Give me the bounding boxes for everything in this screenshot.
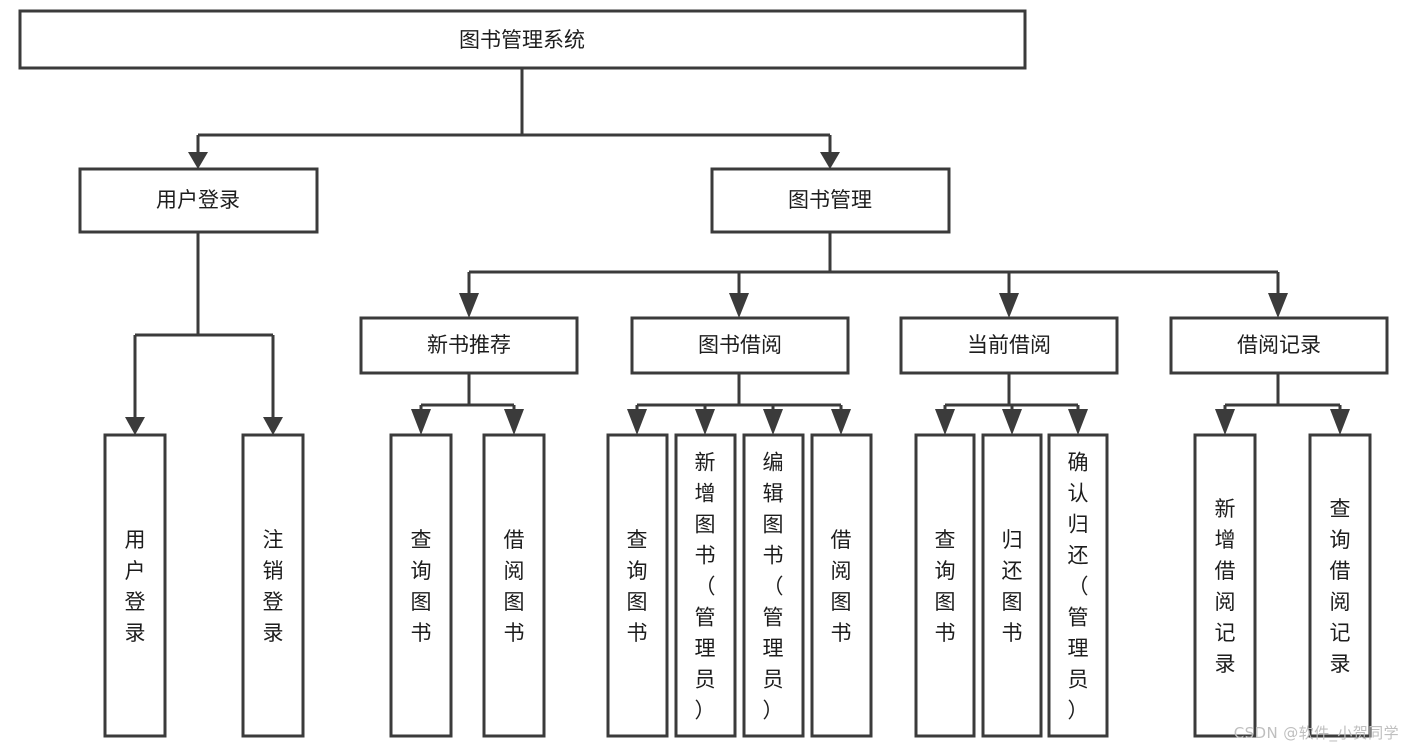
leaf-query-record-box[interactable]	[1308, 433, 1372, 738]
arrow-head-user-login	[188, 152, 208, 169]
node-book-borrow-label: 图书借阅	[698, 333, 782, 357]
arrow-head-borrow-record	[1268, 293, 1288, 318]
node-current-borrow-label: 当前借阅	[967, 333, 1051, 357]
arrow-head-leaf-return-book	[1002, 409, 1022, 435]
node-book-manage[interactable]: 图书管理	[710, 167, 951, 234]
node-root-box[interactable]	[18, 9, 1027, 70]
arrow-head-book-borrow	[729, 293, 749, 318]
leaf-query-book-3[interactable]: 查询图书	[914, 433, 976, 738]
node-book-borrow[interactable]: 图书借阅	[630, 316, 850, 375]
leaf-add-book[interactable]: 新增图书（管理员）	[674, 433, 737, 738]
leaf-confirm-return[interactable]: 确认归还（管理员）	[1047, 433, 1109, 738]
node-new-book-rec-label: 新书推荐	[427, 333, 511, 357]
arrow-head-book-manage	[820, 152, 840, 169]
leaf-borrow-book-2[interactable]: 借阅图书	[810, 433, 873, 738]
node-root[interactable]: 图书管理系统	[18, 9, 1027, 70]
leaf-add-book-box[interactable]	[674, 433, 737, 738]
leaf-add-record[interactable]: 新增借阅记录	[1193, 433, 1257, 738]
leaf-user-login[interactable]: 用户登录	[103, 433, 167, 738]
leaf-user-login-label: 用户登录	[125, 528, 146, 645]
arrow-head-leaf-user-logout	[263, 417, 283, 435]
leaf-borrow-book-2-box[interactable]	[810, 433, 873, 738]
leaf-borrow-book-1-label: 借阅图书	[504, 528, 525, 645]
leaf-confirm-return-box[interactable]	[1047, 433, 1109, 738]
leaf-query-book-1-label: 查询图书	[411, 528, 432, 645]
leaf-edit-book[interactable]: 编辑图书（管理员）	[742, 433, 805, 738]
node-borrow-record-box[interactable]	[1169, 316, 1389, 375]
leaf-query-book-1-box[interactable]	[389, 433, 453, 738]
arrow-head-leaf-query-book-3	[935, 409, 955, 435]
leaf-borrow-book-2-label: 借阅图书	[831, 528, 852, 645]
node-user-login[interactable]: 用户登录	[78, 167, 319, 234]
arrow-head-leaf-user-login	[125, 417, 145, 435]
node-book-borrow-box[interactable]	[630, 316, 850, 375]
arrow-head-leaf-add-book	[695, 409, 715, 435]
node-borrow-record[interactable]: 借阅记录	[1169, 316, 1389, 375]
leaf-confirm-return-label: 确认归还（管理员）	[1068, 451, 1089, 723]
arrow-head-new-book-rec	[459, 293, 479, 318]
leaf-return-book-box[interactable]	[981, 433, 1043, 738]
arrow-head-leaf-query-book-1	[411, 409, 431, 435]
arrow-head-leaf-add-record	[1215, 409, 1235, 435]
node-current-borrow[interactable]: 当前借阅	[899, 316, 1119, 375]
node-user-login-box[interactable]	[78, 167, 319, 234]
arrow-head-leaf-query-record	[1330, 409, 1350, 435]
leaf-user-login-box[interactable]	[103, 433, 167, 738]
node-new-book-rec-box[interactable]	[359, 316, 579, 375]
node-borrow-record-label: 借阅记录	[1237, 333, 1321, 357]
node-current-borrow-box[interactable]	[899, 316, 1119, 375]
leaf-edit-book-box[interactable]	[742, 433, 805, 738]
leaf-edit-book-label: 编辑图书（管理员）	[763, 451, 784, 723]
leaf-return-book-label: 归还图书	[1002, 528, 1023, 645]
leaf-query-book-1[interactable]: 查询图书	[389, 433, 453, 738]
leaf-query-book-3-box[interactable]	[914, 433, 976, 738]
leaf-return-book[interactable]: 归还图书	[981, 433, 1043, 738]
leaf-query-book-2-label: 查询图书	[627, 528, 648, 645]
leaf-add-record-box[interactable]	[1193, 433, 1257, 738]
leaf-query-record-label: 查询借阅记录	[1330, 497, 1351, 676]
leaf-query-book-3-label: 查询图书	[935, 528, 956, 645]
leaf-add-book-label: 新增图书（管理员）	[695, 451, 716, 723]
node-user-login-label: 用户登录	[156, 188, 240, 212]
node-book-manage-box[interactable]	[710, 167, 951, 234]
csdn-watermark: CSDN @软件_小贺同学	[1233, 724, 1399, 742]
leaf-query-book-2-box[interactable]	[606, 433, 669, 738]
arrow-head-leaf-confirm-return	[1068, 409, 1088, 435]
arrow-head-current-borrow	[999, 293, 1019, 318]
leaf-query-record[interactable]: 查询借阅记录	[1308, 433, 1372, 738]
leaf-borrow-book-1-box[interactable]	[482, 433, 546, 738]
connector-layer	[125, 68, 1350, 435]
arrow-head-leaf-edit-book	[763, 409, 783, 435]
node-root-label: 图书管理系统	[459, 28, 585, 52]
leaf-user-logout[interactable]: 注销登录	[241, 433, 305, 738]
leaf-query-book-2[interactable]: 查询图书	[606, 433, 669, 738]
leaf-borrow-book-1[interactable]: 借阅图书	[482, 433, 546, 738]
arrow-head-leaf-borrow-book-1	[504, 409, 524, 435]
leaf-user-logout-label: 注销登录	[263, 528, 284, 645]
leaf-add-record-label: 新增借阅记录	[1215, 497, 1236, 676]
leaf-user-logout-box[interactable]	[241, 433, 305, 738]
arrow-head-leaf-query-book-2	[627, 409, 647, 435]
node-new-book-rec[interactable]: 新书推荐	[359, 316, 579, 375]
node-book-manage-label: 图书管理	[788, 188, 872, 212]
arrow-head-leaf-borrow-book-2	[831, 409, 851, 435]
